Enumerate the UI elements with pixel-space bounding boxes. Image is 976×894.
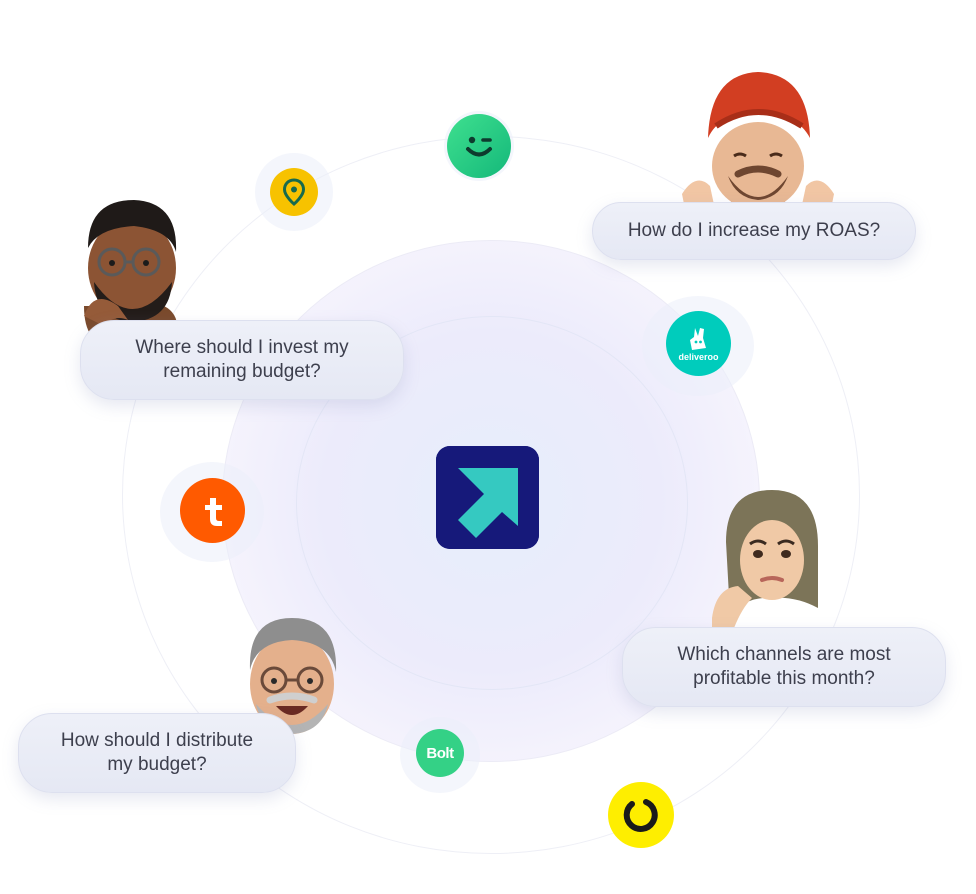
careem-logo (447, 114, 511, 178)
letter-t-icon (204, 497, 222, 526)
question-text-line-2: profitable this month? (693, 668, 875, 689)
map-pin-icon (282, 178, 306, 206)
question-bubble-channels: Which channels are most profitable this … (622, 627, 946, 707)
kangaroo-icon (689, 327, 706, 350)
question-text-line-1: How should I distribute (60, 730, 254, 751)
question-text-line-1: Where should I invest my (135, 337, 349, 358)
question-text-line-2: my budget? (107, 754, 207, 775)
question-bubble-invest: Where should I invest my remaining budge… (80, 320, 404, 400)
question-text-line-1: Which channels are most (677, 644, 891, 665)
talabat-logo (180, 478, 245, 543)
inner-orbit-ring (296, 316, 688, 690)
bolt-logo: Bolt (416, 729, 464, 777)
location-app-logo (270, 168, 318, 216)
brand-arrow-icon (436, 446, 539, 549)
noon-logo (608, 782, 674, 848)
question-bubble-distribute: How should I distribute my budget? (18, 713, 296, 793)
bolt-wordmark-icon: Bolt (426, 744, 454, 762)
turban-man-avatar (682, 72, 834, 216)
question-text: How do I increase my ROAS? (627, 220, 881, 241)
grey-haired-man-avatar (249, 618, 337, 734)
deliveroo-logo: deliveroo (666, 311, 731, 376)
question-bubble-roas: How do I increase my ROAS? (592, 202, 916, 260)
question-text-line-2: remaining budget? (163, 361, 321, 382)
hijab-woman-avatar (712, 490, 818, 628)
deliveroo-wordmark: deliveroo (678, 351, 719, 362)
ring-icon (623, 799, 658, 832)
center-brand-logo (436, 446, 539, 549)
smile-wink-icon (466, 136, 492, 157)
